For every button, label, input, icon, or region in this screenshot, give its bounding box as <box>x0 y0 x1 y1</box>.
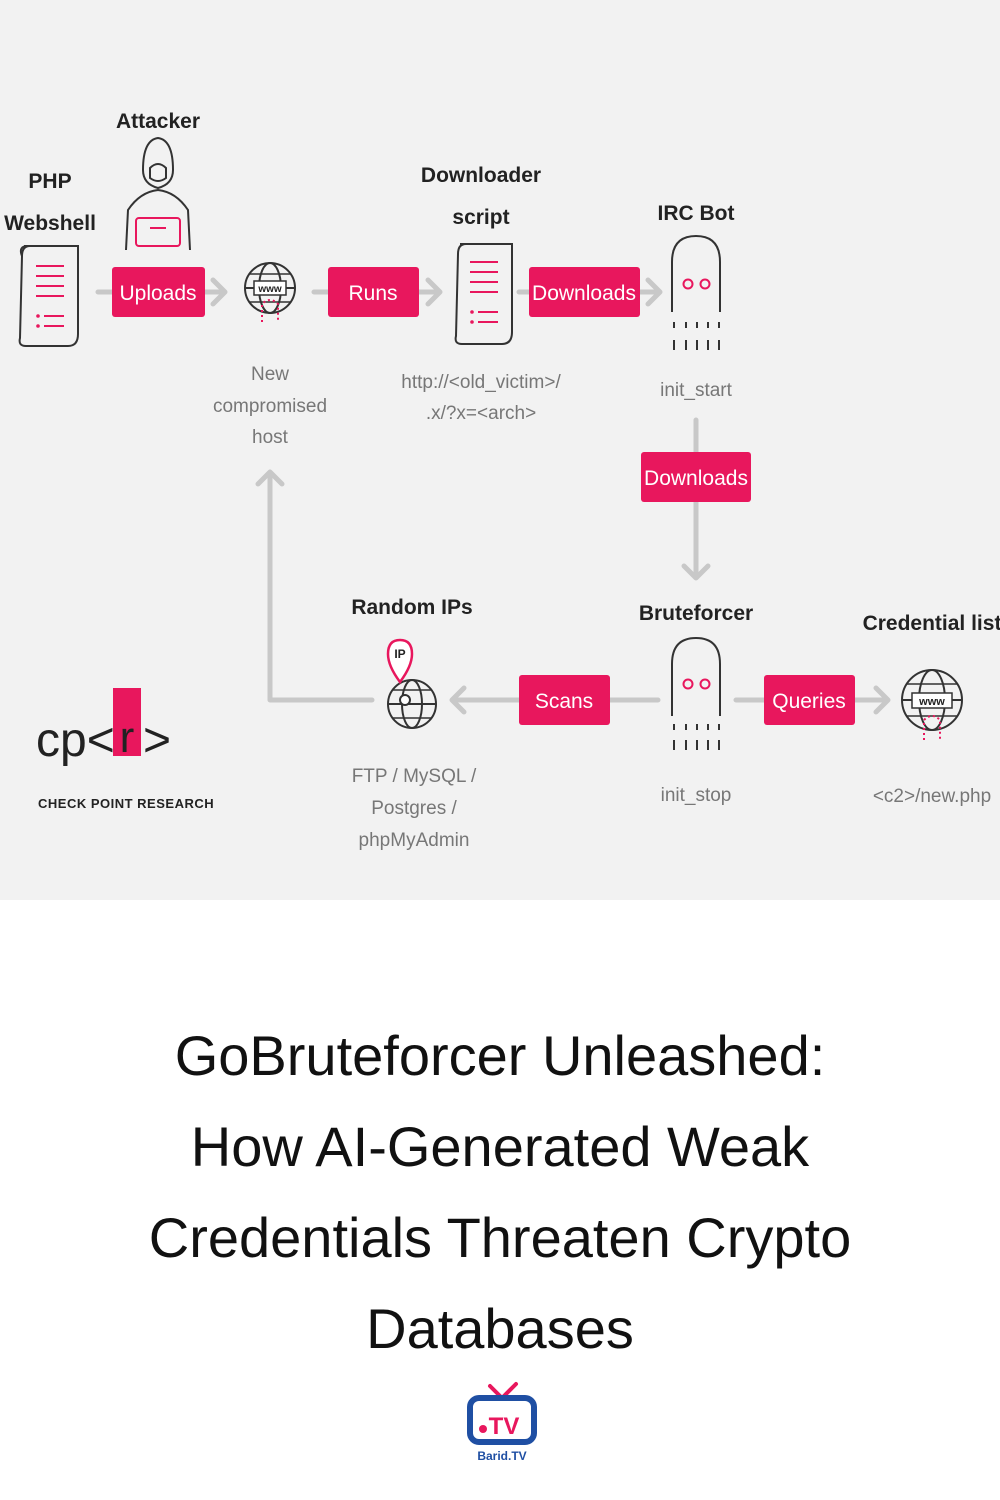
title-line-2: How AI-Generated Weak <box>190 1115 810 1178</box>
randomips-caption-line3: phpMyAdmin <box>359 830 470 851</box>
webshell-label-line1: PHP <box>28 170 71 193</box>
ip-globe-icon: IP <box>386 638 437 729</box>
downloads-edge-label-2: Downloads <box>641 452 751 502</box>
queries-edge-label: Queries <box>764 675 855 725</box>
svg-text:Uploads: Uploads <box>119 282 196 305</box>
ircbot-node: IRC Bot init_start <box>658 202 735 401</box>
article-title: GoBruteforcer Unleashed: How AI-Generate… <box>40 1010 960 1374</box>
hacker-icon <box>125 136 191 251</box>
attack-flow-diagram: Attacker PHP Webshell Uploads <box>0 0 1000 900</box>
host-node: www New compromised host <box>213 262 327 448</box>
svg-text:Downloads: Downloads <box>532 282 636 305</box>
downloader-label-line1: Downloader <box>421 164 541 187</box>
www-globe-icon: www <box>901 669 963 740</box>
downloader-caption-line2: .x/?x=<arch> <box>426 403 536 424</box>
svg-text:Scans: Scans <box>535 690 593 713</box>
script-document-icon <box>454 243 513 345</box>
attacker-label: Attacker <box>116 110 200 133</box>
randomips-label: Random IPs <box>351 596 472 619</box>
randomips-caption-line1: FTP / MySQL / <box>352 766 477 787</box>
title-line-4: Databases <box>366 1297 634 1360</box>
svg-text:Downloads: Downloads <box>644 467 748 490</box>
brand-name: Barid.TV <box>477 1449 526 1463</box>
logo-mark-left: cp< <box>36 714 115 767</box>
svg-text:Runs: Runs <box>348 282 397 305</box>
credlist-www-text: www <box>918 696 945 708</box>
script-document-icon <box>18 245 79 347</box>
host-caption-line1: New <box>251 364 289 385</box>
webshell-label-line2: Webshell <box>4 212 96 235</box>
credlist-label: Credential list <box>863 612 1000 635</box>
credlist-node: Credential list www <c2>/new.php <box>863 612 1000 807</box>
randomips-caption-line2: Postgres / <box>371 798 457 819</box>
ircbot-caption: init_start <box>660 380 733 401</box>
downloads-edge-label-1: Downloads <box>529 267 640 317</box>
barid-tv-logo: TV Barid.TV <box>467 1382 537 1463</box>
attacker-node: Attacker <box>116 110 200 251</box>
svg-text:Queries: Queries <box>772 690 846 713</box>
downloader-node: Downloader script http://<old_victim>/ .… <box>401 164 561 424</box>
randomips-node: Random IPs IP FTP / MySQL / Postgres / p… <box>351 596 477 851</box>
www-globe-icon: www <box>244 262 296 322</box>
ghost-bot-icon <box>671 234 721 350</box>
logo-caption: CHECK POINT RESEARCH <box>38 796 214 811</box>
scans-edge-label: Scans <box>519 675 610 725</box>
downloader-label-line2: script <box>452 206 509 229</box>
tv-text: TV <box>489 1413 520 1440</box>
title-line-3: Credentials Threaten Crypto <box>148 1206 852 1269</box>
title-line-1: GoBruteforcer Unleashed: <box>174 1024 826 1087</box>
downloader-caption-line1: http://<old_victim>/ <box>401 372 561 393</box>
ircbot-label: IRC Bot <box>658 202 735 225</box>
host-www-text: www <box>257 284 282 295</box>
logo-mark-right: > <box>143 714 171 767</box>
bruteforcer-label: Bruteforcer <box>639 602 753 625</box>
ghost-bot-icon <box>671 636 721 750</box>
runs-edge-label: Runs <box>328 267 419 317</box>
host-caption-line2: compromised <box>213 396 327 417</box>
host-caption-line3: host <box>252 427 289 448</box>
randomips-ip-text: IP <box>394 647 405 661</box>
bruteforcer-caption: init_stop <box>661 785 732 806</box>
bruteforcer-node: Bruteforcer init_stop <box>639 602 753 806</box>
logo-mark-box: r <box>120 713 135 762</box>
credlist-caption: <c2>/new.php <box>873 786 991 807</box>
uploads-edge-label: Uploads <box>112 267 205 317</box>
webshell-node: PHP Webshell <box>4 170 96 347</box>
tv-icon: TV <box>467 1382 537 1445</box>
check-point-research-logo: cp< r > CHECK POINT RESEARCH <box>36 688 214 811</box>
